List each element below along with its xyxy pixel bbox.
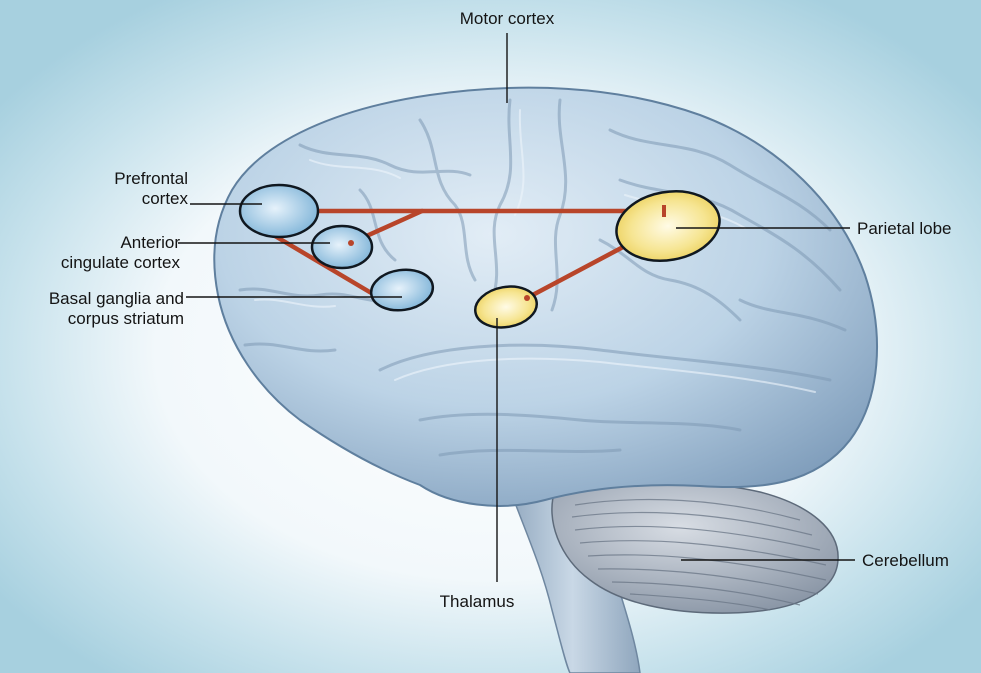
thalamus-label: Thalamus (425, 592, 529, 612)
connection-endpoint (348, 240, 354, 246)
connection-endpoint (524, 295, 530, 301)
prefrontal-cortex-label: Prefrontal cortex (40, 169, 188, 209)
cerebellum-label: Cerebellum (862, 551, 974, 571)
motor-cortex-label: Motor cortex (446, 9, 568, 29)
prefrontal-cortex-region (240, 185, 318, 237)
anterior-cingulate-region (312, 226, 372, 268)
anterior-cingulate-cortex-label: Anterior cingulate cortex (20, 233, 180, 273)
parietal-lobe-label: Parietal lobe (857, 219, 979, 239)
basal-ganglia-label: Basal ganglia and corpus striatum (2, 289, 184, 329)
